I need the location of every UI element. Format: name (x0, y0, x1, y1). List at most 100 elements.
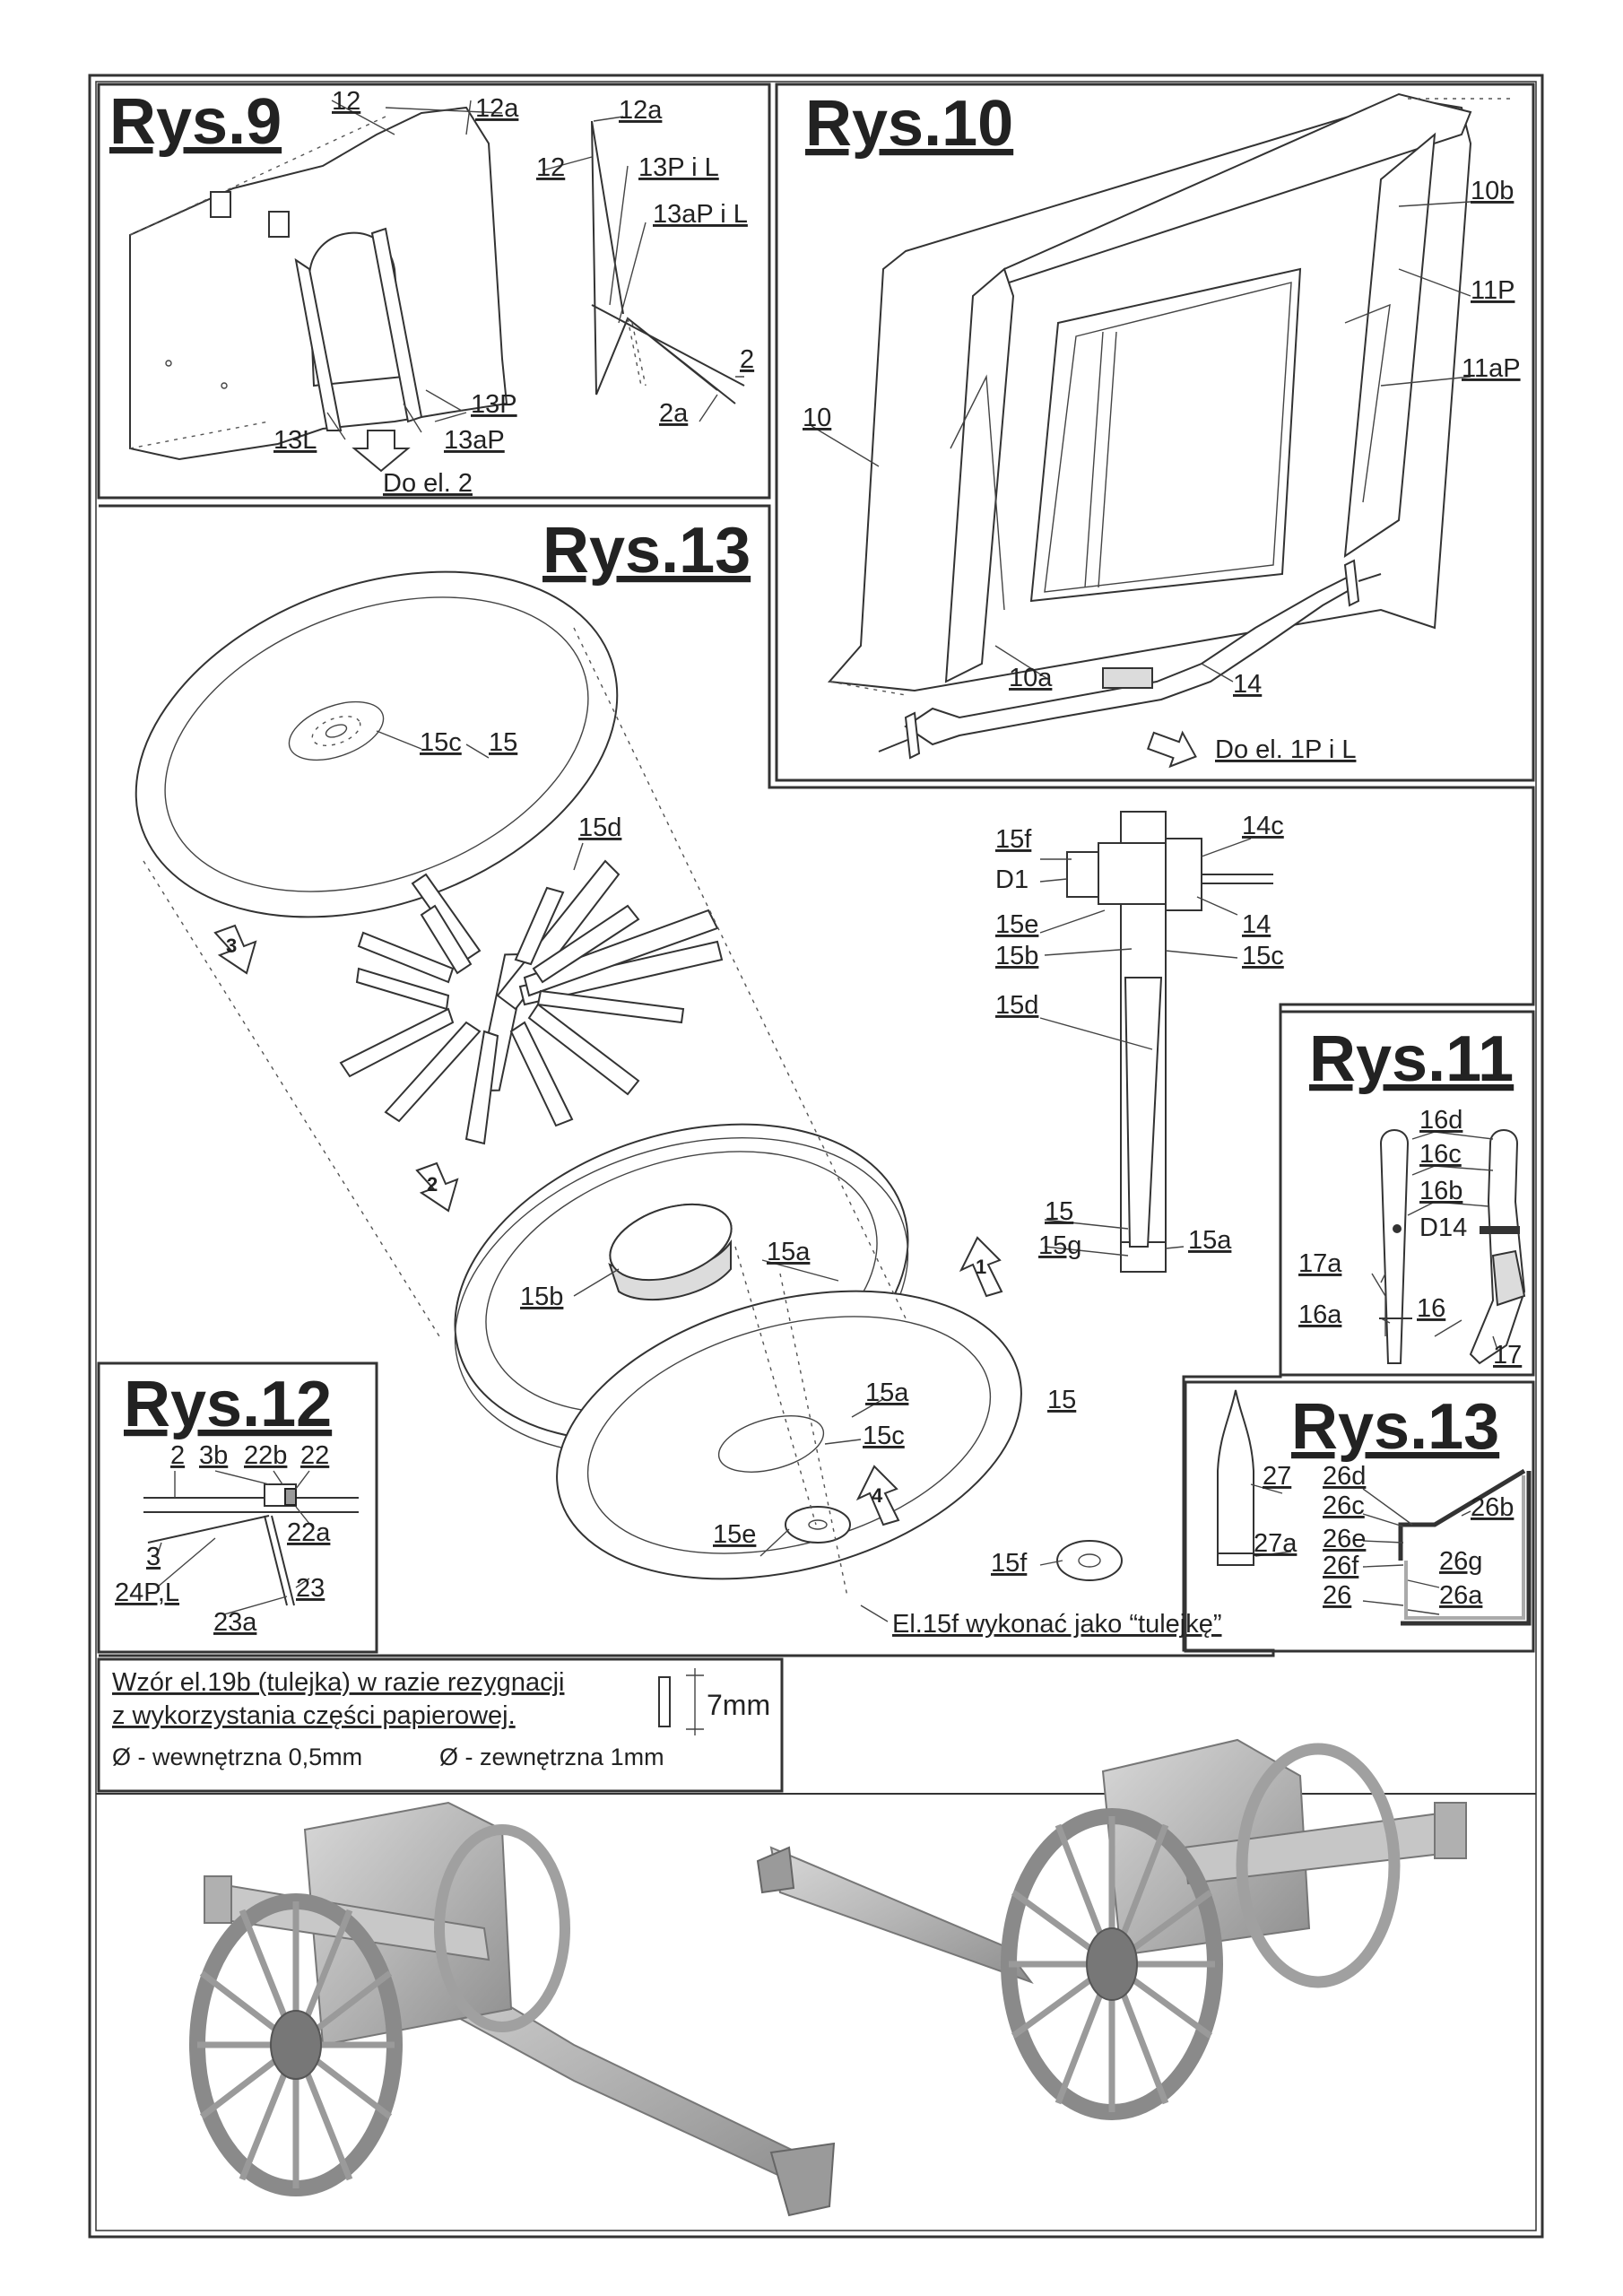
rys13-small-label: 26c (1323, 1492, 1365, 1520)
rys13-label: 15 (489, 728, 517, 757)
step-4: 4 (872, 1484, 883, 1507)
rys10-label: 10b (1471, 177, 1514, 205)
rys12-label: 22b (244, 1441, 287, 1470)
rys11-title: Rys.11 (1309, 1023, 1514, 1095)
rys9-label: 13P (471, 390, 517, 419)
step-1: 1 (976, 1256, 986, 1278)
rys9-title: Rys.9 (109, 86, 282, 158)
rys12-drawing: Rys.12 2 3b 22b 22 22a 3 24P,L 23 23a (115, 1369, 359, 1637)
tube-note-panel (97, 1657, 784, 1793)
rys9-label: 13P i L (638, 153, 719, 182)
rys11-label: D14 (1419, 1213, 1467, 1242)
axle-label: 15e (995, 910, 1038, 939)
rys13-small-label: 26d (1323, 1462, 1366, 1491)
rys9-label: Do el. 2 (383, 469, 473, 498)
rys12-label: 23a (213, 1608, 257, 1637)
rys13-title: Rys.13 (542, 515, 751, 587)
rys10-label: 14 (1233, 670, 1262, 699)
axle-label: 15f (995, 825, 1032, 854)
tube-note: Wzór el.19b (tulejka) w razie rezygnacji… (112, 1668, 770, 1770)
rys13-label: 15c (863, 1422, 905, 1450)
rys11-panel (1279, 1010, 1535, 1377)
rys9-label: 12 (332, 87, 360, 116)
sheet-inner-frame (95, 81, 1537, 2231)
model-photo-right (756, 1738, 1467, 2120)
rys13-label: 15d (578, 813, 621, 842)
axle-label: 14 (1242, 910, 1271, 939)
rys9-label: 13L (273, 426, 317, 455)
rys13-small-panel (1184, 1380, 1535, 1653)
tube-note-line2: z wykorzystania części papierowej. (112, 1701, 516, 1730)
axle-label: 14c (1242, 812, 1284, 840)
rys9-label: 2a (659, 399, 689, 428)
rys13-label: 15b (520, 1283, 563, 1311)
rys10-drawing: Rys.10 10b 11P 11aP 10 10a 14 Do el. 1P … (803, 88, 1521, 769)
rys13-small-label: 26a (1439, 1581, 1483, 1610)
axle-label: 15d (995, 991, 1038, 1020)
rys13-small-title: Rys.13 (1291, 1391, 1499, 1463)
tube-dimension: 7mm (707, 1689, 770, 1721)
axle-detail-drawing: 15f 14c D1 15e 14 15b 15c 15d 15 15g 15a (995, 811, 1284, 1273)
rys13-small-label: 26e (1323, 1525, 1366, 1553)
rys9-panel (97, 83, 771, 500)
rys10-label: Do el. 1P i L (1215, 735, 1356, 764)
sheet-outer-frame (88, 74, 1544, 2239)
rys9-drawing: Rys.9 12 12a 12a 12 13P i L 13aP i L 2 2… (109, 86, 754, 498)
rys11-drawing: Rys.11 16d 16c 16b D14 17a 16a 16 17 (1298, 1023, 1526, 1370)
rys12-title: Rys.12 (124, 1369, 332, 1440)
axle-label: 15a (1188, 1226, 1232, 1255)
rys9-label: 13aP i L (653, 200, 748, 229)
rys12-label: 2 (170, 1441, 185, 1470)
tube-note-line1: Wzór el.19b (tulejka) w razie rezygnacji (112, 1668, 564, 1697)
rys12-label: 22a (287, 1518, 331, 1547)
rys12-label: 3b (199, 1441, 228, 1470)
axle-label: 15 (1045, 1197, 1073, 1226)
rys13-label: 15 (1047, 1386, 1076, 1414)
rys10-label: 11aP (1462, 354, 1521, 383)
rys11-label: 16 (1417, 1294, 1445, 1323)
rys13-small-label: 26g (1439, 1547, 1482, 1576)
spokes (339, 859, 724, 1145)
rys12-label: 24P,L (115, 1578, 179, 1607)
rys13-wheel-drawing: Rys.13 (135, 515, 1222, 1639)
axle-label: 15b (995, 942, 1038, 970)
rys13-label: 15a (767, 1238, 811, 1266)
axle-label: 15g (1038, 1231, 1081, 1260)
rys11-label: 17a (1298, 1249, 1342, 1278)
rys9-label: 12a (475, 94, 519, 123)
rys11-label: 16b (1419, 1177, 1462, 1205)
rys9-label: 2 (740, 345, 754, 374)
rys13-small-label: 27a (1254, 1529, 1298, 1558)
rys13-note: El.15f wykonać jako “tulejkę” (892, 1610, 1222, 1639)
rys13-small-label: 26b (1471, 1493, 1514, 1522)
rys11-label: 16d (1419, 1106, 1462, 1135)
axle-label: 15c (1242, 942, 1284, 970)
tube-outer-diameter: Ø - zewnętrzna 1mm (439, 1744, 664, 1770)
rys10-title: Rys.10 (805, 88, 1013, 160)
step-3: 3 (226, 935, 237, 957)
rys13-small-drawing: Rys.13 27 27a 26d 26c 26e 26f 26 26b 26g… (1217, 1389, 1532, 1626)
rys11-label: 17 (1493, 1341, 1522, 1370)
rys9-label: 13aP (444, 426, 505, 455)
rys9-label: 12a (619, 96, 663, 125)
rys10-label: 11P (1471, 276, 1515, 305)
rys13-small-label: 27 (1263, 1462, 1291, 1491)
rys12-label: 3 (146, 1543, 161, 1571)
model-photo-left (189, 1801, 836, 2217)
rys13-label: 15c (420, 728, 462, 757)
rys11-label: 16c (1419, 1140, 1462, 1169)
rys12-label: 23 (296, 1574, 325, 1603)
rys13-label: 15a (865, 1378, 909, 1407)
rys12-label: 22 (300, 1441, 329, 1470)
tube-inner-diameter: Ø - wewnętrzna 0,5mm (112, 1744, 362, 1770)
rys10-label: 10 (803, 404, 831, 432)
rys12-panel (97, 1361, 378, 1654)
rys13-label: 15e (713, 1520, 756, 1549)
step-2: 2 (427, 1173, 438, 1196)
rys10-label: 10a (1009, 664, 1053, 692)
rys10-panel (775, 83, 1535, 782)
rys13-small-label: 26 (1323, 1581, 1351, 1610)
rys9-label: 12 (536, 153, 565, 182)
rys13-label: 15f (991, 1549, 1028, 1578)
